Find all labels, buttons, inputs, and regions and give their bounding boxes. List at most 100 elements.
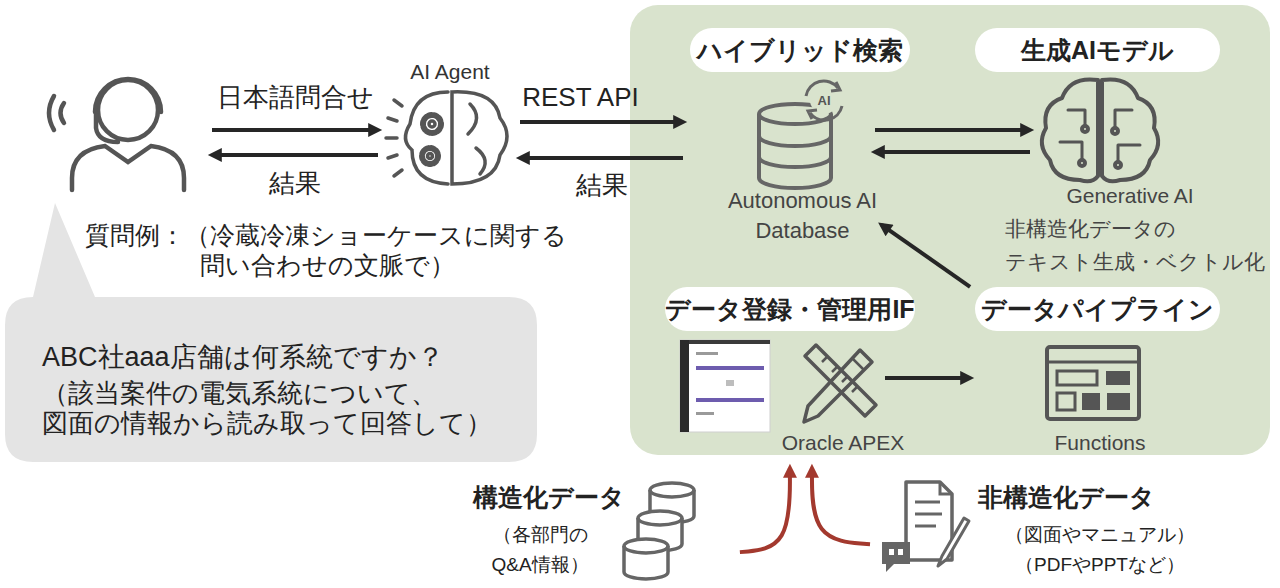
interface-label: Oracle APEX: [743, 429, 943, 457]
screen-frame: [680, 340, 770, 432]
stack-rim: [624, 546, 668, 553]
ray: [388, 155, 397, 158]
window-block: [1107, 393, 1130, 410]
ray: [394, 170, 402, 176]
pipeline-node: データパイプライン Functions: [975, 285, 1220, 460]
flow-arrow: [882, 225, 971, 287]
gear-hub: [428, 154, 433, 159]
window-frame: [1047, 347, 1139, 419]
user-body: [72, 146, 184, 190]
agent-node: AI Agent: [385, 85, 515, 190]
quote-mark: [889, 549, 894, 555]
circuit-node: [1112, 128, 1118, 134]
circuit-line: [1115, 110, 1132, 128]
flow-arrow: [212, 153, 378, 157]
agent-icon: [386, 92, 507, 184]
interface-node: データ登録・管理用IFOracle APEX: [670, 335, 880, 460]
agent-brain-right: [452, 92, 507, 184]
pipeline-label: Functions: [1000, 429, 1200, 457]
upload-arrow: [812, 468, 870, 544]
ai-badge-text: AI: [818, 93, 831, 108]
model-node: 生成AIモデルGenerative AI非構造化データの テキスト生成・ベクトル…: [1035, 72, 1165, 185]
quote-mark: [898, 549, 903, 555]
cycle-arrow: [810, 106, 842, 120]
edge-label: 結果: [576, 168, 628, 203]
circuit-node: [1079, 160, 1085, 166]
circuit-node: [1115, 162, 1121, 168]
headset-band: [95, 79, 161, 112]
stack-cylinder: [624, 539, 668, 579]
screen-line: [726, 380, 734, 386]
chat-bubble: [882, 542, 910, 572]
sound-wave: [49, 96, 54, 130]
ray: [388, 118, 397, 121]
brain-fold: [476, 148, 485, 174]
functions-icon: [1047, 347, 1139, 419]
flow-arrow: [520, 120, 683, 124]
database-icon: [759, 81, 842, 188]
pencil-band: [852, 358, 864, 370]
screen-line: [696, 352, 718, 355]
document-icon: [882, 482, 969, 572]
stack-rim: [638, 518, 682, 525]
cylinder-body: [759, 114, 831, 188]
apex-screenshot: [680, 340, 770, 432]
screen-line: [696, 412, 714, 415]
design-tools-icon: [804, 345, 876, 422]
document-lines: [915, 502, 942, 526]
gear: [423, 115, 441, 133]
ray: [394, 100, 402, 106]
brain-right: [1102, 79, 1158, 181]
ray: [386, 136, 397, 140]
cycle-arrow-tip: [831, 82, 840, 91]
brain-icon: [1042, 79, 1158, 181]
stack-rim: [650, 490, 694, 497]
edge-label: 結果: [269, 166, 321, 201]
document-fold: [940, 482, 952, 494]
model-label: Generative AI: [1000, 182, 1260, 210]
user-icon: [49, 79, 184, 190]
window-block: [1082, 393, 1100, 410]
agent-label: AI Agent: [350, 59, 550, 85]
document-pen: [938, 518, 969, 566]
section-heading: データ登録・管理用IF: [665, 287, 915, 331]
database-stack-icon: [624, 483, 694, 579]
flow-arrow: [875, 128, 1030, 132]
flow-arrow: [520, 156, 683, 160]
window-header: [1047, 361, 1139, 364]
bubble-shape: [5, 203, 537, 462]
database-node: ハイブリッド検索Autonomous AI Database: [730, 80, 875, 245]
screen-sidebar: [680, 340, 689, 432]
pencil: [804, 350, 872, 422]
gear: [422, 148, 438, 164]
flow-arrow: [212, 128, 378, 132]
upload-arrow: [740, 468, 790, 552]
data-source-node: 非構造化データ（図面やマニュアル） （PDFやPPTなど）: [880, 480, 965, 580]
source-heading: 構造化データ: [473, 480, 618, 514]
sound-wave: [61, 103, 65, 123]
cycle-arrow-tip: [808, 110, 817, 119]
source-note: （図面やマニュアル） （PDFやPPTなど）: [995, 520, 1205, 580]
data-source-node: 構造化データ（各部門の Q&A情報）: [620, 480, 705, 580]
brain-fold: [468, 104, 477, 134]
agent-head-left: [405, 92, 448, 184]
edge-label: 日本語問合せ: [217, 80, 374, 115]
window-block: [1106, 371, 1130, 385]
question-note: （該当案件の電気系統について、 図面の情報から読み取って回答して）: [42, 378, 512, 438]
screen-bar: [696, 398, 764, 402]
window-block: [1057, 393, 1075, 410]
question-context: 質問例：（冷蔵冷凍ショーケースに関する 問い合わせの文脈で）: [85, 220, 615, 280]
user-node: 質問例：（冷蔵冷凍ショーケースに関する 問い合わせの文脈で）: [65, 70, 185, 190]
model-description: 非構造化データの テキスト生成・ベクトル化: [1005, 212, 1275, 278]
cylinder-band: [759, 157, 831, 167]
gear-hub: [429, 121, 435, 127]
source-note: （各部門の Q&A情報）: [475, 520, 605, 580]
section-heading: データパイプライン: [975, 287, 1220, 331]
headset-mic: [96, 114, 118, 142]
cylinder-band: [759, 136, 831, 146]
flow-arrow: [875, 150, 1030, 154]
section-heading: 生成AIモデル: [975, 28, 1220, 72]
question-text: ABC社aaa店舗は何系統ですか？: [42, 341, 522, 373]
circuit-line: [1060, 142, 1082, 160]
